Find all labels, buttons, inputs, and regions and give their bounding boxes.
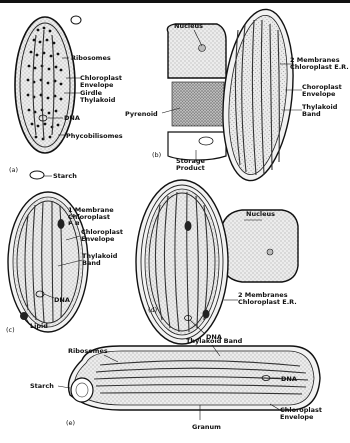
panel-d: (d) Nucleus 2 Membranes Chloroplast E.R.… [136,180,300,344]
label-e-granum: Granum [192,423,221,431]
label-b-nucleus: Nucleus [174,22,203,30]
label-c-thylakoid-band: Thylakoid Band [82,253,124,271]
label-e-ribosomes: Ribosomes [68,347,108,355]
panel-a-cell [15,16,81,179]
panel-b-pyrenoid [172,82,224,126]
panel-d-nucleus [222,210,298,282]
label-a-girdle-thylakoid: Girdle Thylakoid [80,90,130,108]
panel-d-id: (d) [148,306,157,314]
panel-c-id: (c) [6,326,15,334]
label-e-thylakoid-band: Thylakoid Band [186,337,243,345]
panel-a-id: (a) [9,166,18,174]
panel-e: (e) Ribosomes Thylakoid Band DNA Starch … [30,337,340,431]
label-b-pyrenoid: Pyrenoid [125,110,158,118]
label-a-phycobilisomes: Phycobilisomes [66,132,123,140]
panel-b-id: (b) [152,151,161,159]
panel-a: (a) Ribosomes Chloroplast Envelope Girdl… [9,16,130,180]
top-rule [0,0,350,3]
label-d-nucleus: Nucleus [246,210,275,218]
panel-a-starch-grain-top [71,16,81,24]
panel-c-pyrenoid-body [58,219,65,229]
label-a-starch: Starch [53,172,77,180]
panel-c: (c) 1 Membrane Chloroplast E.R. Chloropl… [6,192,126,334]
label-e-starch: Starch [30,382,54,390]
panel-b-chloroplast [215,6,301,184]
panel-d-lipid-body [203,310,210,319]
label-c-envelope: Chloroplast Envelope [81,229,126,247]
panel-e-starch-grain [71,378,93,402]
panel-b: (b) Nucleus 2 Membranes Chloroplast E.R.… [125,6,350,184]
label-b-thylakoid-band: Thylakoid Band [302,104,350,122]
panel-b-storage-product [168,132,226,160]
label-e-envelope: Chloroplast Envelope [280,407,340,425]
label-a-ribosomes: Ribosomes [71,54,111,62]
panel-e-id: (e) [66,419,75,427]
panel-a-starch-grain [30,171,44,179]
label-c-lipid: Lipid [30,322,48,330]
label-b-envelope: Choroplast Envelope [302,84,350,102]
label-b-membranes: 2 Membranes Chloroplast E.R. [290,57,350,75]
label-c-membrane: 1 Membrane Chloroplast E.R. [68,207,118,225]
label-b-storage-product: Storage Product [176,158,222,176]
label-d-membranes: 2 Membranes Chloroplast E.R. [238,292,300,310]
panel-b-nucleus [167,24,226,78]
label-e-dna: DNA [281,375,297,383]
label-a-dna: DNA [64,114,80,122]
panel-d-chloroplast [136,180,228,344]
panel-d-pyrenoid-body [185,221,192,231]
label-c-dna: DNA [54,296,70,304]
